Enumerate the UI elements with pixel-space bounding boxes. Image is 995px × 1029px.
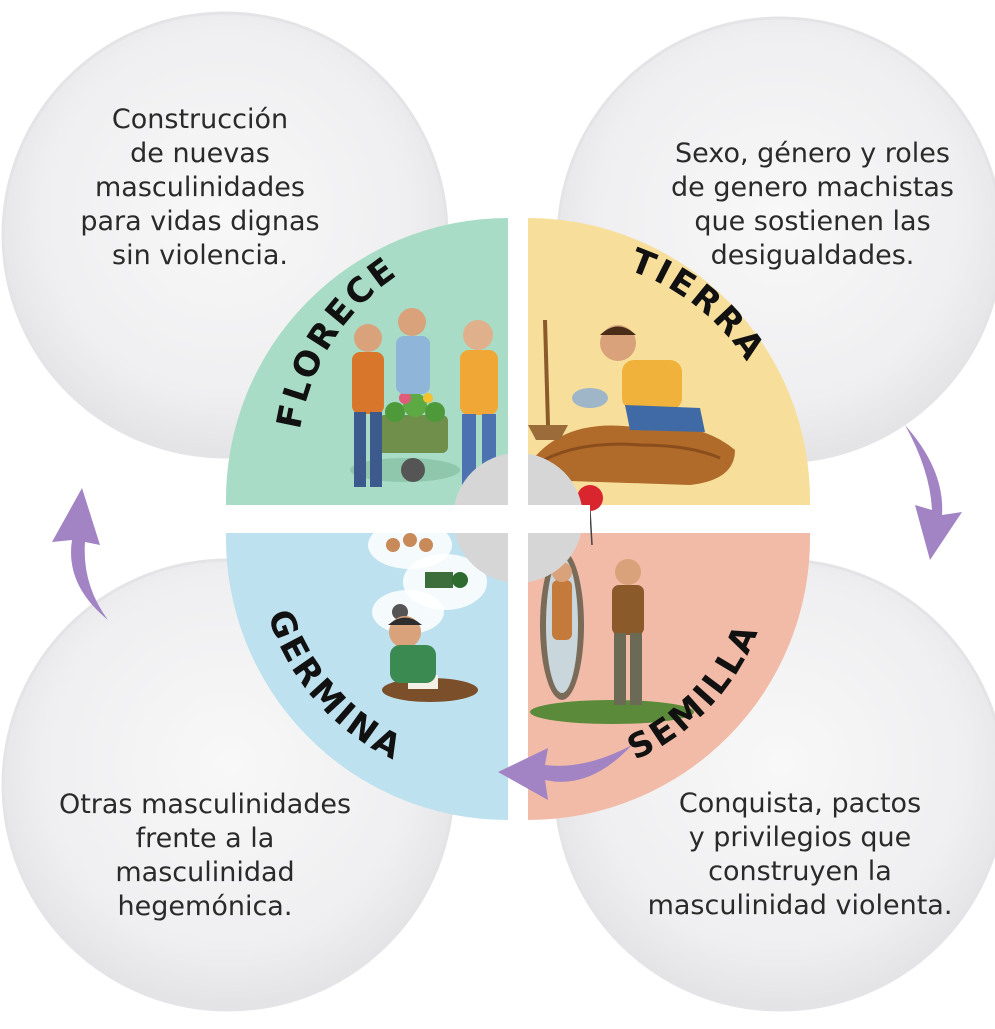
- cycle-arrows: [52, 425, 962, 800]
- bubble-text-bottom-right: Conquista, pactos y privilegios que cons…: [647, 788, 953, 921]
- arrow-right-down: [905, 425, 962, 560]
- bubble-text-top-right: Sexo, género y roles de genero machistas…: [671, 138, 954, 271]
- center-disc: [450, 450, 590, 590]
- tierra-illustration: [525, 319, 735, 485]
- bubble-text-bottom-left: Otras masculinidades frente a la masculi…: [58, 789, 352, 922]
- arrow-left-up: [52, 488, 108, 620]
- semilla-illustration: [530, 485, 694, 724]
- germina-illustration: [368, 521, 487, 702]
- quadrant-semilla: [528, 533, 811, 820]
- bubble-text-top-left: Construcción de nuevas masculinidades pa…: [80, 104, 320, 271]
- arrow-bottom-left: [498, 745, 632, 800]
